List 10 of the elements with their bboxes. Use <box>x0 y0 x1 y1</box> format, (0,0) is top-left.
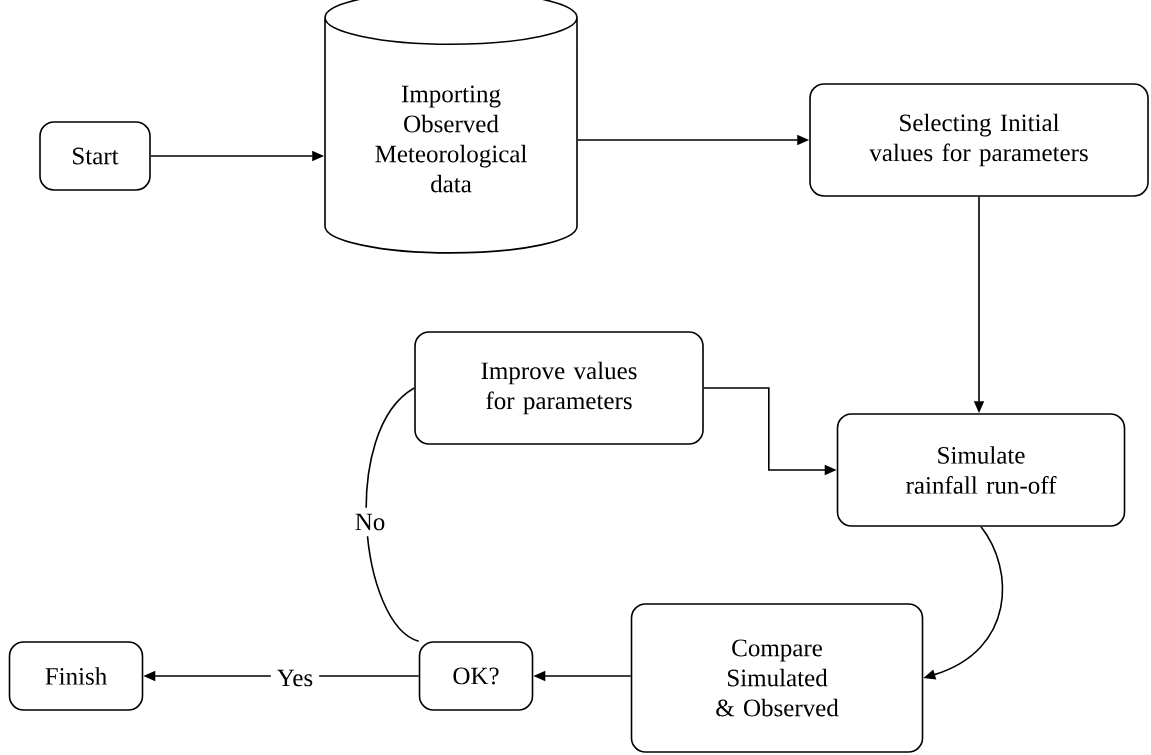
process-box: Improve values for parameters <box>414 331 704 445</box>
process-box: Finish <box>8 641 144 711</box>
process-box: Selecting Initial values for parameters <box>809 83 1149 197</box>
process-box: Compare Simulated & Observed <box>630 603 924 753</box>
edge-label: No <box>348 507 392 537</box>
process-box: Start <box>39 121 151 191</box>
process-box: OK? <box>418 641 534 711</box>
edge-label: Yes <box>270 663 320 693</box>
process-box: Simulate rainfall run-off <box>836 413 1126 527</box>
database-cylinder: Importing Observed Meteorological data <box>324 0 578 254</box>
